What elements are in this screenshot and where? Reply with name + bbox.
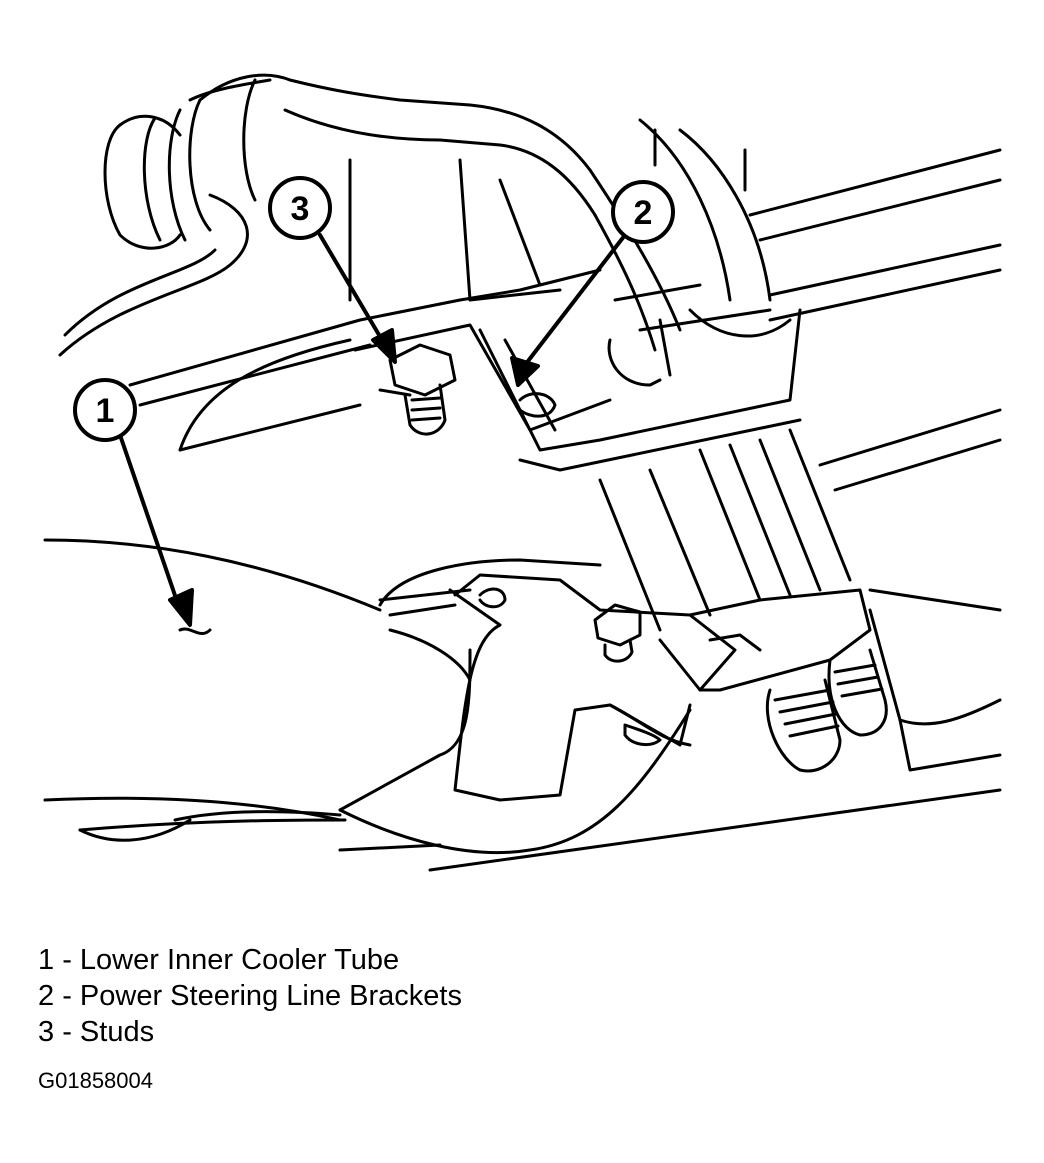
leader-arrow-1 (118, 433, 182, 612)
upper-bracket (353, 308, 802, 472)
callout-circle-3 (268, 176, 332, 240)
line-drawing-illustration: 1 2 3 (43, 73, 1002, 872)
line-fittings (765, 588, 1002, 773)
cooler-tube-elbow (103, 73, 772, 352)
upper-frame-rails (653, 128, 1002, 492)
callout-number-1: 1 (96, 392, 115, 430)
legend-separator: - (54, 980, 80, 1012)
legend-separator: - (54, 944, 80, 976)
legend-number: 3 (38, 1016, 55, 1048)
figure-code: G01858004 (38, 1068, 153, 1093)
legend-number: 1 (38, 944, 55, 976)
leader-arrows (118, 233, 627, 627)
callout-circle-2 (611, 180, 675, 244)
stud-upper (388, 343, 457, 436)
callout-2: 2 (611, 180, 675, 244)
arrowhead-1 (168, 588, 194, 627)
lower-bracket (453, 573, 872, 692)
stud-lower (593, 603, 642, 663)
callout-1: 1 (73, 378, 137, 442)
legend-item: 1 - Lower Inner Cooler Tube (38, 942, 462, 978)
legend: 1 - Lower Inner Cooler Tube 2 - Power St… (38, 942, 462, 1050)
legend-number: 2 (38, 980, 55, 1012)
power-steering-lines (598, 308, 852, 632)
legend-item: 2 - Power Steering Line Brackets (38, 978, 462, 1014)
callout-circle-1 (73, 378, 137, 442)
leader-arrow-3 (318, 233, 387, 347)
leader-arrow-2 (523, 233, 627, 367)
legend-separator: - (54, 1016, 80, 1048)
legend-item: 3 - Studs (38, 1014, 462, 1050)
arrowhead-2 (510, 356, 540, 387)
arrowhead-3 (371, 328, 397, 364)
lower-floor-panels (43, 538, 1002, 872)
callout-number-2: 2 (634, 194, 653, 232)
legend-label: Power Steering Line Brackets (79, 980, 462, 1012)
callout-3: 3 (268, 176, 332, 240)
lower-shield (338, 558, 692, 855)
legend-label: Studs (79, 1016, 155, 1048)
callout-number-3: 3 (291, 190, 310, 228)
legend-label: Lower Inner Cooler Tube (79, 944, 400, 976)
